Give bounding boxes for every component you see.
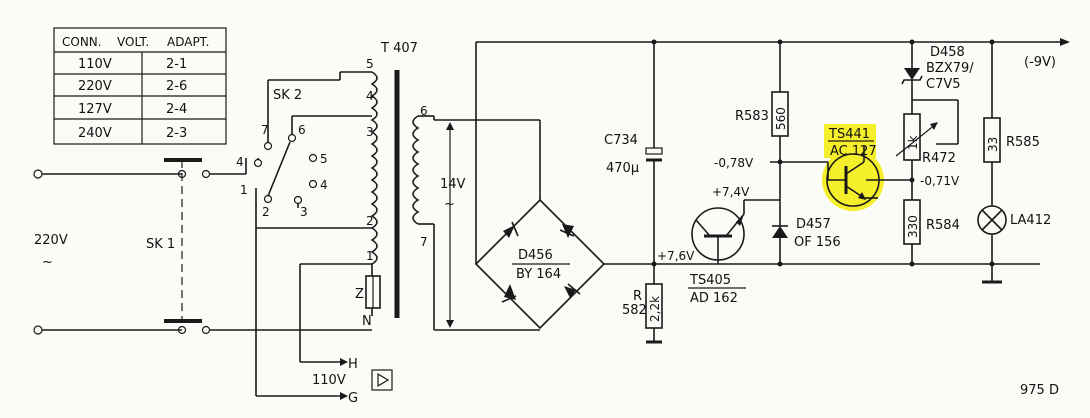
tap-3: 3 bbox=[366, 125, 374, 139]
highlight-circle bbox=[822, 149, 884, 211]
transistor-ts441: TS441 AC 127 bbox=[822, 124, 884, 211]
fuse-z-label: Z bbox=[355, 287, 364, 302]
node-voltage-078: -0,78V bbox=[714, 156, 754, 170]
r582-value-label: 2,2k bbox=[648, 296, 662, 322]
node-voltage-071: -0,71V bbox=[920, 174, 960, 188]
resistor-r582: R 582 2,2k bbox=[622, 264, 663, 344]
transistor-ts405: TS405 AD 162 +7,4V bbox=[688, 185, 750, 306]
sk1-label: SK 1 bbox=[146, 237, 175, 252]
table-cell-adapt: 2-3 bbox=[166, 126, 187, 141]
mains-input: 220V ~ bbox=[33, 169, 182, 335]
d458-label: D458 bbox=[930, 45, 965, 60]
ts441-label: TS441 bbox=[828, 127, 870, 142]
zener-d458: D458 BZX79/ C7V5 bbox=[901, 42, 974, 114]
sk2-contact-6: 6 bbox=[298, 123, 306, 137]
resistor-r585: 33 R585 bbox=[983, 42, 1040, 206]
table-cell-adapt: 2-1 bbox=[166, 57, 187, 72]
sk2-label: SK 2 bbox=[273, 88, 302, 103]
r585-value-label: 33 bbox=[986, 137, 1000, 152]
c734-label: C734 bbox=[604, 133, 638, 148]
sk2-contact-2: 2 bbox=[262, 205, 270, 219]
capacitor-c734: C734 470µ bbox=[604, 42, 663, 264]
sk2-voltage-selector: SK 2 7 6 5 4 3 2 1 4 bbox=[236, 88, 328, 219]
r584-value-label: 330 bbox=[906, 215, 920, 238]
la412-label: LA412 bbox=[1010, 213, 1051, 228]
table-header-volt: VOLT. bbox=[117, 35, 149, 49]
table-cell-volt: 127V bbox=[78, 102, 112, 117]
d457-label: D457 bbox=[796, 217, 831, 232]
table-header-conn: CONN. bbox=[62, 35, 102, 49]
secondary-tap-6: 6 bbox=[420, 104, 428, 118]
table-header-adapt: ADAPT. bbox=[167, 35, 209, 49]
r472-value-label: 1k bbox=[906, 135, 920, 150]
ts405-emitter-voltage: +7,4V bbox=[712, 185, 750, 199]
sk2-contact-4-left: 4 bbox=[236, 155, 244, 169]
r583-value-label: 560 bbox=[774, 107, 788, 130]
table-cell-volt: 110V bbox=[78, 57, 112, 72]
table-cell-volt: 240V bbox=[78, 126, 112, 141]
sk2-contact-7: 7 bbox=[261, 123, 269, 137]
sk1-switch: SK 1 bbox=[146, 158, 211, 335]
potentiometer-r472: 1k R472 bbox=[895, 113, 958, 166]
diode-d457: D457 OF 156 bbox=[772, 162, 841, 264]
d458-value-label: C7V5 bbox=[926, 77, 961, 92]
r585-label: R585 bbox=[1006, 135, 1040, 150]
c734-value-label: 470µ bbox=[606, 161, 639, 176]
ts441-type-label: AC 127 bbox=[830, 144, 877, 159]
transformer-t407: T 407 5 4 3 2 1 6 7 bbox=[366, 41, 428, 318]
table-cell-adapt: 2-6 bbox=[166, 79, 187, 94]
d458-type-label: BZX79/ bbox=[926, 61, 974, 76]
r583-label: R583 bbox=[735, 109, 769, 124]
d456-type-label: BY 164 bbox=[516, 267, 561, 282]
r584-label: R584 bbox=[926, 218, 960, 233]
secondary-ac-symbol: ~ bbox=[444, 197, 455, 212]
sk2-contact-3: 3 bbox=[300, 205, 308, 219]
mains-voltage-label: 220V bbox=[34, 233, 68, 248]
r582-number-label: 582 bbox=[622, 303, 647, 318]
d456-label: D456 bbox=[518, 248, 553, 263]
neutral-n-label: N bbox=[362, 314, 372, 329]
secondary-tap-7: 7 bbox=[420, 235, 428, 249]
tap-2: 2 bbox=[366, 214, 374, 228]
sk2-contact-5: 5 bbox=[320, 152, 328, 166]
output-110v-label: 110V bbox=[312, 373, 346, 388]
amplifier-symbol bbox=[371, 369, 393, 391]
table-cell-volt: 220V bbox=[78, 79, 112, 94]
t407-label: T 407 bbox=[380, 41, 418, 56]
ac-symbol: ~ bbox=[42, 255, 53, 270]
figure-number: 975 D bbox=[1020, 383, 1059, 398]
d457-type-label: OF 156 bbox=[794, 235, 841, 250]
sk2-contact-4: 4 bbox=[320, 178, 328, 192]
table-cell-adapt: 2-4 bbox=[166, 102, 187, 117]
voltage-adapter-table: CONN. VOLT. ADAPT. 110V 2-1 220V 2-6 127… bbox=[53, 27, 227, 145]
secondary-voltage-arrow: 14V ~ bbox=[440, 122, 466, 328]
tap-5: 5 bbox=[366, 57, 374, 71]
resistor-r583: R583 560 bbox=[735, 42, 789, 162]
ts405-base-voltage: +7,6V bbox=[657, 249, 695, 263]
lamp-la412: LA412 bbox=[977, 205, 1051, 284]
r582-label: R bbox=[633, 289, 642, 304]
r472-label: R472 bbox=[922, 151, 956, 166]
tap-4: 4 bbox=[366, 89, 374, 103]
ts405-label: TS405 bbox=[689, 273, 731, 288]
output-h-label: H bbox=[348, 357, 358, 372]
sk2-contact-1: 1 bbox=[240, 183, 248, 197]
resistor-r584: 330 R584 bbox=[903, 199, 960, 264]
bridge-rectifier-d456: D456 BY 164 bbox=[474, 120, 606, 330]
output-g-label: G bbox=[348, 391, 358, 406]
secondary-voltage-label: 14V bbox=[440, 177, 466, 192]
output-voltage-label: (-9V) bbox=[1024, 55, 1056, 70]
ts405-type-label: AD 162 bbox=[690, 291, 738, 306]
fuse-z: Z N bbox=[355, 275, 381, 329]
tap-1: 1 bbox=[366, 249, 374, 263]
